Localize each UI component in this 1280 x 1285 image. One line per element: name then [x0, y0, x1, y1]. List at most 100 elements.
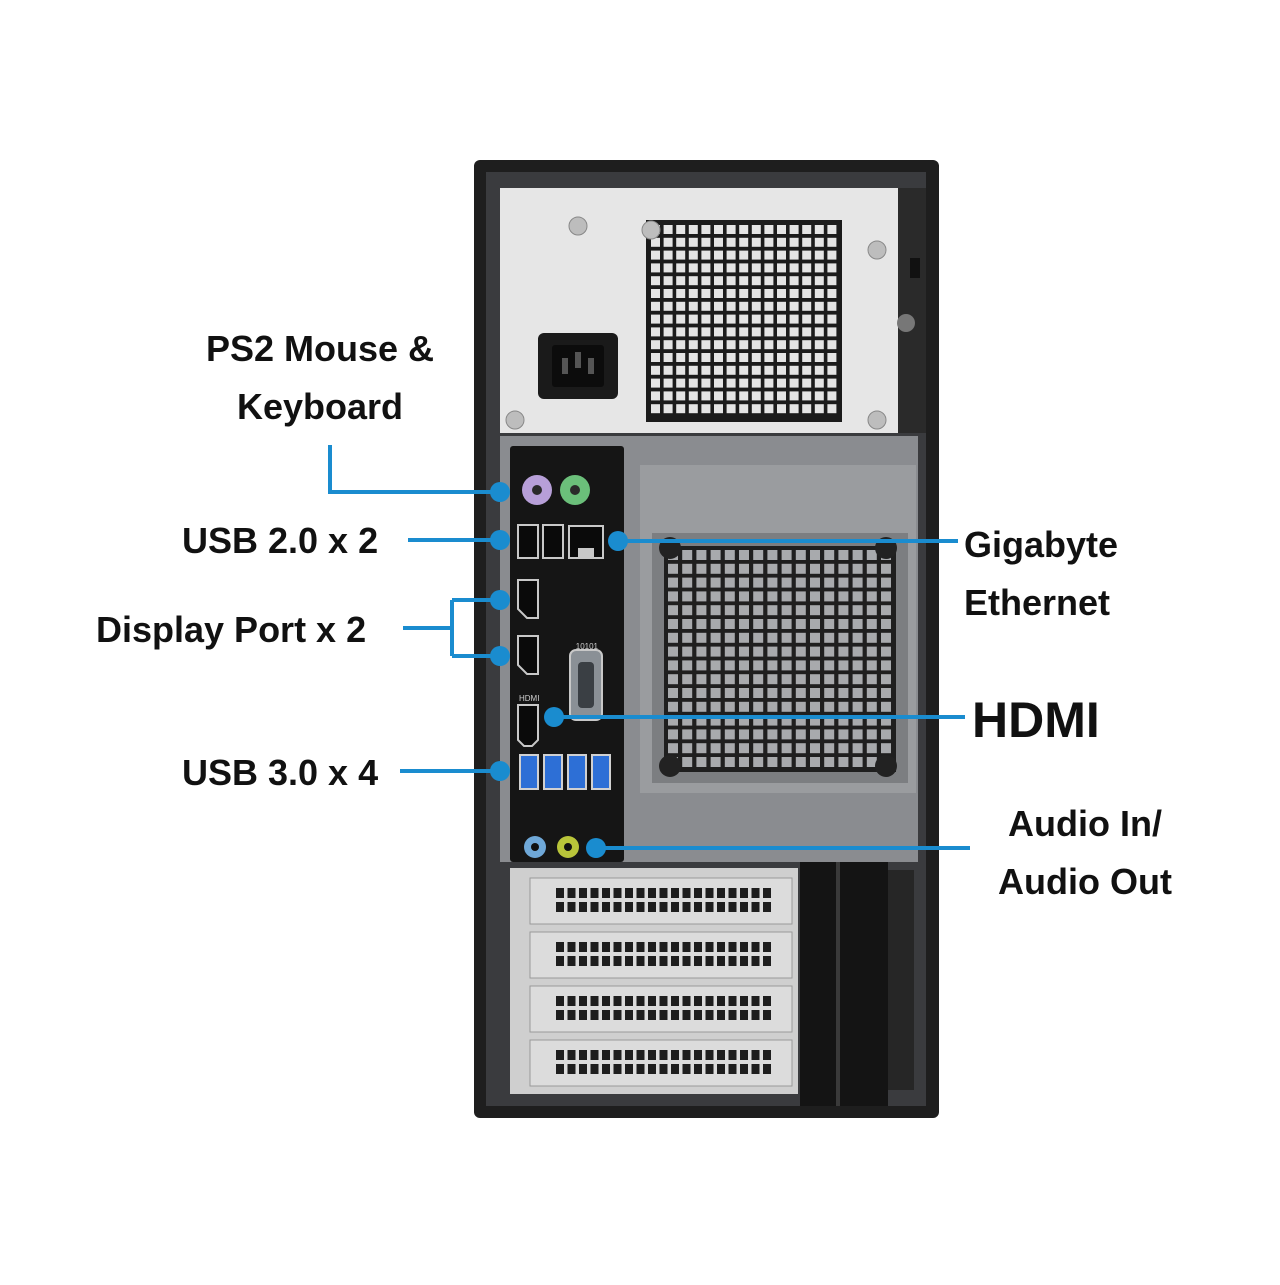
- fan-vent-hole: [852, 591, 863, 602]
- psu-vent-hole: [701, 314, 711, 324]
- fan-vent-hole: [852, 605, 863, 616]
- fan-vent-hole: [767, 550, 778, 560]
- fan-vent-hole: [710, 563, 721, 574]
- displayport-label: Display Port x 2: [96, 609, 367, 650]
- fan-vent-hole: [824, 729, 835, 740]
- fan-vent-hole: [810, 674, 820, 685]
- fan-vent-hole: [724, 674, 735, 685]
- fan-vent-hole: [838, 701, 849, 712]
- psu-vent-hole: [814, 289, 824, 298]
- psu-vent-hole: [676, 314, 686, 324]
- slot-cover-vent-hole: [579, 956, 587, 966]
- slot-cover-vent-hole: [636, 1064, 645, 1074]
- psu-vent-hole: [777, 327, 786, 337]
- fan-vent-hole: [724, 632, 735, 643]
- psu-vent-hole: [701, 340, 711, 350]
- slot-cover-vent-hole: [636, 942, 645, 952]
- fan-vent-hole: [682, 688, 693, 698]
- slot-cover-vent-hole: [556, 1010, 564, 1020]
- psu-vent-hole: [651, 340, 660, 350]
- slot-cover-vent-hole: [717, 1050, 725, 1060]
- fan-vent-hole: [795, 729, 806, 740]
- slot-cover-vent-hole: [590, 888, 599, 898]
- fan-vent-hole: [724, 688, 735, 698]
- psu-vent-hole: [688, 391, 698, 401]
- slot-cover-vent-hole: [590, 1064, 599, 1074]
- psu-vent-hole: [751, 340, 761, 350]
- psu-vent-hole: [789, 365, 799, 375]
- psu-vent-hole: [726, 289, 736, 298]
- fan-vent-hole: [696, 591, 707, 602]
- psu-vent-hole: [777, 263, 786, 273]
- slot-cover-vent-hole: [590, 1010, 599, 1020]
- psu-vent-hole: [676, 276, 686, 286]
- psu-vent-hole: [688, 327, 698, 337]
- fan-vent-hole: [824, 674, 835, 685]
- slot-cover-vent-hole: [602, 942, 610, 952]
- fan-vent-hole: [852, 563, 863, 574]
- psu-vent-hole: [651, 327, 660, 337]
- fan-vent-hole: [753, 729, 764, 740]
- slot-cover-vent-hole: [659, 1050, 668, 1060]
- fan-vent-hole: [710, 577, 721, 588]
- psu-vent-hole: [739, 378, 749, 388]
- fan-vent-hole: [767, 577, 778, 588]
- screw-icon: [505, 410, 525, 430]
- slot-cover-vent-hole: [671, 996, 679, 1006]
- psu-vent-hole: [701, 365, 711, 375]
- fan-vent-hole: [696, 550, 707, 560]
- slot-cover-vent-hole: [682, 1064, 691, 1074]
- fan-vent-hole: [696, 660, 707, 671]
- fan-vent-hole: [696, 674, 707, 685]
- slot-cover-vent-hole: [556, 996, 564, 1006]
- fan-vent-hole: [824, 646, 835, 657]
- fan-vent-hole: [795, 674, 806, 685]
- psu-vent-hole: [777, 378, 786, 388]
- slot-cover-vent-hole: [567, 942, 576, 952]
- psu-vent-hole: [814, 237, 824, 247]
- psu-vent-hole: [651, 391, 660, 401]
- fan-vent-hole: [668, 715, 678, 726]
- psu-vent-hole: [777, 353, 786, 362]
- slot-cover-vent-hole: [682, 942, 691, 952]
- displayport-port: [517, 635, 539, 675]
- ethernet-label-line1: Gigabyte: [964, 524, 1119, 565]
- slot-cover-vent-hole: [705, 956, 714, 966]
- fan-vent-hole: [739, 550, 749, 560]
- slot-cover-vent-hole: [717, 1064, 725, 1074]
- fan-vent-hole: [696, 605, 707, 616]
- slot-cover-vent-hole: [728, 956, 737, 966]
- fan-vent-hole: [696, 715, 707, 726]
- slot-latch: [800, 862, 888, 1106]
- slot-cover-vent-hole: [705, 902, 714, 912]
- slot-cover-vent-hole: [613, 1050, 622, 1060]
- fan-vent-hole: [824, 688, 835, 698]
- fan-vent-hole: [682, 563, 693, 574]
- psu-vent-hole: [827, 378, 837, 388]
- slot-cover-vent-hole: [671, 1064, 679, 1074]
- psu-vent-hole: [764, 225, 774, 234]
- fan-vent-hole: [866, 632, 877, 643]
- lock-strip: [898, 188, 926, 433]
- psu-vent-hole: [789, 263, 799, 273]
- slot-cover-vent-hole: [648, 888, 656, 898]
- psu-vent-hole: [726, 365, 736, 375]
- psu-vent-hole: [814, 391, 824, 401]
- slot-cover-vent-hole: [613, 996, 622, 1006]
- fan-vent-hole: [753, 715, 764, 726]
- slot-cover-vent-hole: [671, 888, 679, 898]
- fan-vent-hole: [881, 674, 891, 685]
- fan-vent-hole: [753, 701, 764, 712]
- fan-vent-hole: [739, 619, 749, 629]
- slot-cover-vent-hole: [602, 888, 610, 898]
- psu-vent-hole: [739, 225, 749, 234]
- slot-cover-vent-hole: [602, 1064, 610, 1074]
- psu-vent-hole: [827, 340, 837, 350]
- slot-cover-vent-hole: [694, 1010, 702, 1020]
- fan-vent-hole: [824, 577, 835, 588]
- ps2-label: PS2 Mouse & Keyboard: [170, 320, 470, 436]
- psu-vent-hole: [751, 378, 761, 388]
- fan-vent-hole: [781, 632, 792, 643]
- fan-vent-hole: [696, 743, 707, 754]
